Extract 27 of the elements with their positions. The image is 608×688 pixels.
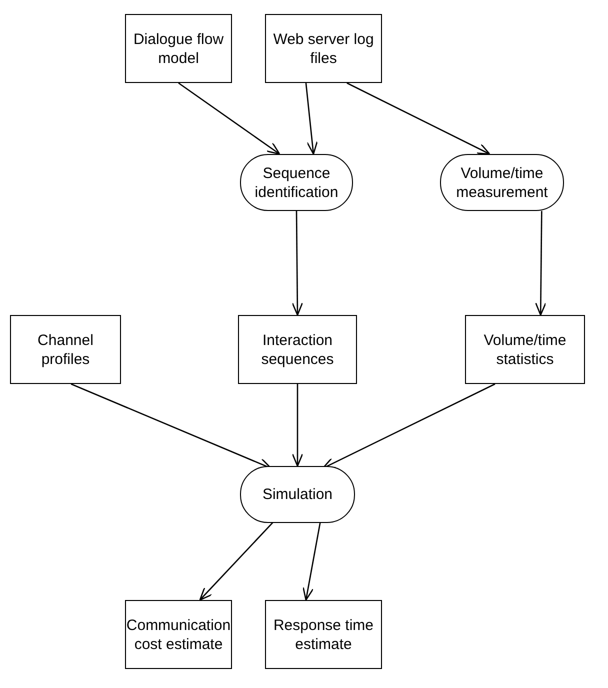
data-box xyxy=(265,14,382,83)
data-box xyxy=(125,600,232,669)
node-label: Dialogue flow model xyxy=(132,30,225,68)
node-label: Volume/time measurement xyxy=(455,164,549,202)
data-box xyxy=(10,315,121,384)
data-box xyxy=(125,14,232,83)
arrow xyxy=(535,211,546,316)
data-box xyxy=(465,315,585,384)
arrow xyxy=(305,82,318,155)
node-label: Response time estimate xyxy=(272,616,375,654)
arrow xyxy=(70,383,272,469)
node-label: Volume/time statistics xyxy=(482,330,568,368)
arrow xyxy=(178,82,280,155)
arrow xyxy=(292,211,304,316)
arrow xyxy=(302,520,322,601)
node-label: Channel profiles xyxy=(36,330,94,368)
node-label: Communication cost estimate xyxy=(126,616,231,654)
arrow xyxy=(346,82,490,155)
data-box xyxy=(238,315,357,384)
arrow xyxy=(322,383,496,469)
data-box xyxy=(265,600,382,669)
node-label: Sequence identification xyxy=(254,164,340,202)
node-label: Web server log files xyxy=(272,30,375,68)
node-label: Simulation xyxy=(262,485,333,504)
arrow xyxy=(199,520,275,601)
arrow xyxy=(292,384,304,467)
node-label: Interaction sequences xyxy=(260,330,335,368)
